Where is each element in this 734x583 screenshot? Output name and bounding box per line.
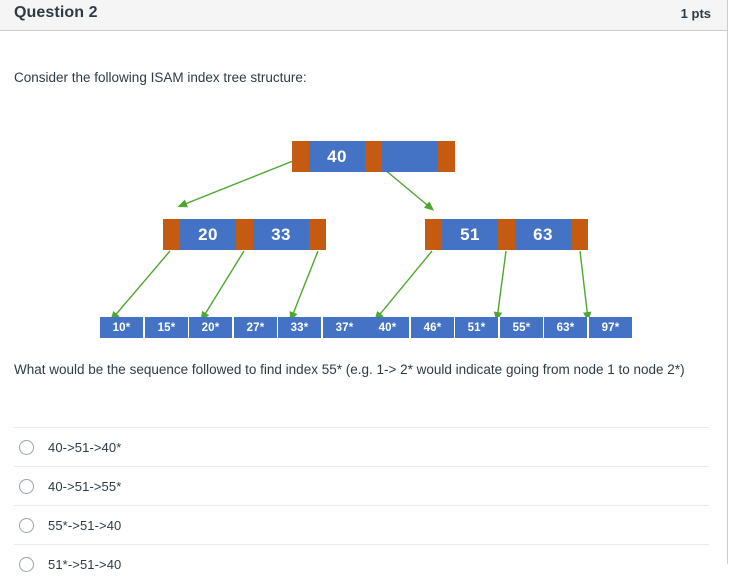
answer-option-4-label: 51*->51->40	[48, 556, 122, 572]
radio-button-icon[interactable]	[19, 478, 34, 494]
question-title: Question 2	[14, 4, 98, 21]
arrow-right-to-leaf5	[493, 250, 507, 322]
answer-option-1-label: 40->51->40*	[48, 439, 122, 455]
tree-node-internal-right: 51 63	[425, 219, 588, 250]
leaf-5-cell-1: 55*	[498, 317, 543, 338]
tree-leaf-1: 10* 15*	[100, 317, 188, 338]
tree-node-internal-left: 20 33	[163, 219, 326, 250]
arrow-left-to-leaf3	[289, 250, 319, 322]
answer-option-3-label: 55*->51->40	[48, 517, 122, 533]
internal-left-pointer-2	[309, 219, 326, 250]
tree-leaf-5: 51* 55*	[455, 317, 543, 338]
internal-right-pointer-1	[498, 219, 515, 250]
leaf-1-cell-0: 10*	[100, 317, 143, 338]
leaf-3-cell-1: 37*	[321, 317, 366, 338]
answer-option-3[interactable]: 55*->51->40	[14, 505, 709, 544]
answer-option-2-label: 40->51->55*	[48, 478, 122, 494]
internal-right-key-1: 63	[515, 219, 571, 250]
leaf-2-cell-0: 20*	[189, 317, 232, 338]
leaf-3-cell-0: 33*	[278, 317, 321, 338]
prompt-question-text: What would be the sequence followed to f…	[14, 362, 685, 377]
tree-leaf-6: 63* 97*	[544, 317, 632, 338]
question-points: 1 pts	[680, 6, 711, 21]
leaf-1-cell-1: 15*	[143, 317, 188, 338]
tree-leaf-4: 40* 46*	[366, 317, 454, 338]
isam-tree-diagram: 40 20 33 51 63	[0, 101, 728, 341]
root-key-1	[382, 141, 438, 172]
answer-option-2[interactable]: 40->51->55*	[14, 466, 709, 505]
root-key-0: 40	[309, 141, 365, 172]
arrow-right-to-leaf6	[579, 250, 592, 322]
internal-right-pointer-0	[425, 219, 442, 250]
question-header: Question 2 1 pts	[0, 0, 727, 31]
question-panel: Question 2 1 pts Consider the following …	[0, 0, 728, 572]
radio-button-icon[interactable]	[19, 517, 34, 533]
leaf-6-cell-1: 97*	[587, 317, 632, 338]
internal-left-key-0: 20	[180, 219, 236, 250]
leaf-5-cell-0: 51*	[455, 317, 498, 338]
arrow-root-to-left	[177, 158, 299, 208]
tree-arrows	[110, 158, 592, 322]
internal-left-pointer-1	[236, 219, 253, 250]
leaf-2-cell-1: 27*	[232, 317, 277, 338]
leaf-6-cell-0: 63*	[544, 317, 587, 338]
tree-leaf-3: 33* 37*	[278, 317, 366, 338]
radio-button-icon[interactable]	[19, 439, 34, 455]
internal-left-key-1: 33	[253, 219, 309, 250]
root-pointer-0	[292, 141, 309, 172]
root-pointer-2	[438, 141, 455, 172]
arrow-left-to-leaf1	[110, 250, 171, 322]
leaf-4-cell-1: 46*	[409, 317, 454, 338]
tree-node-root: 40	[292, 141, 455, 172]
answer-options-list: 40->51->40* 40->51->55* 55*->51->40 51*-…	[14, 427, 709, 583]
root-pointer-1	[365, 141, 382, 172]
answer-option-1[interactable]: 40->51->40*	[14, 427, 709, 466]
arrow-left-to-leaf2	[200, 250, 245, 322]
radio-button-icon[interactable]	[19, 556, 34, 572]
internal-left-pointer-0	[163, 219, 180, 250]
internal-right-pointer-2	[571, 219, 588, 250]
tree-leaf-2: 20* 27*	[189, 317, 277, 338]
leaf-4-cell-0: 40*	[366, 317, 409, 338]
arrow-right-to-leaf4	[374, 250, 433, 322]
internal-right-key-0: 51	[442, 219, 498, 250]
prompt-intro-text: Consider the following ISAM index tree s…	[14, 70, 307, 85]
